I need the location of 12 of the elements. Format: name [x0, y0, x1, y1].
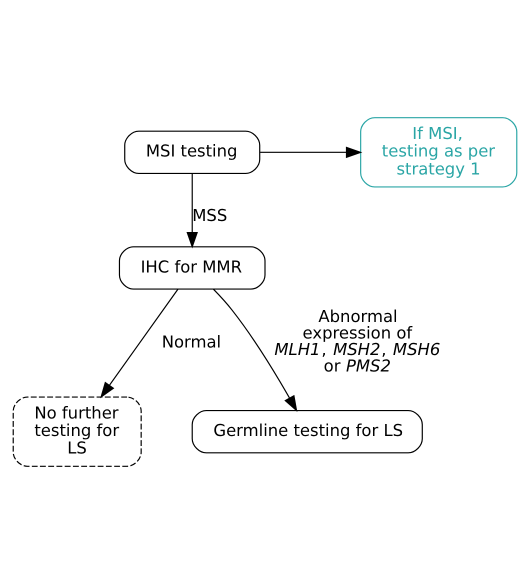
node-box: IHC for MMR [118, 246, 266, 290]
arrow [213, 288, 298, 412]
edge-label: Normal [162, 332, 222, 351]
edge-label: MSS [192, 206, 228, 225]
node-box: MSI testing [124, 130, 260, 174]
arrow [186, 173, 198, 248]
node-box: If MSI, testing as per strategy 1 [360, 116, 518, 188]
node-box: Germline testing for LS [192, 409, 423, 453]
node-box: No further testing for LS [12, 396, 142, 466]
edge-label: Abnormal expression of MLH1, MSH2, MSH6 or PMS2 [274, 306, 440, 375]
arrow [100, 288, 178, 398]
arrow [260, 146, 362, 158]
